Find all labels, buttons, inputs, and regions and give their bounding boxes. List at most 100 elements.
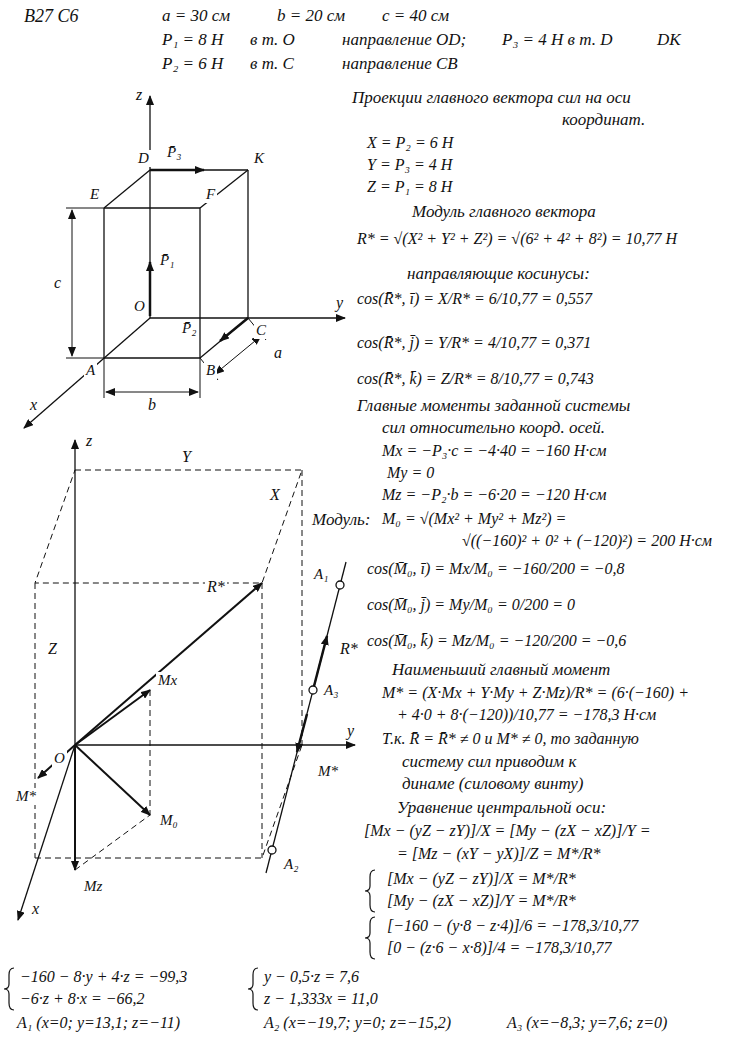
central-axis <box>268 846 276 854</box>
handwritten-text: cos(M̄₀, j̄) = My/M₀ = 0/200 = 0 <box>365 596 577 614</box>
central-axis <box>297 714 307 752</box>
handwritten-text: сил относительно коорд. осей. <box>380 418 607 438</box>
handwritten-text: Т.к. R̄ = R̄* ≠ 0 и M* ≠ 0, то заданную <box>380 730 641 748</box>
construction-line <box>35 583 36 858</box>
handwritten-text: O <box>132 298 147 315</box>
handwritten-text: Mx <box>156 672 179 689</box>
handwritten-text: A₁ (x=0; y=13,1; z=−11) <box>15 1014 182 1032</box>
box-figure <box>200 170 248 208</box>
handwritten-text: cos(R̄*, k̄) = Z/R* = 8/10,77 = 0,743 <box>355 370 596 388</box>
handwritten-text: [−160 − (y·8 − z·4)]/6 = −178,3/10,77 <box>385 917 640 935</box>
box-figure <box>149 96 150 318</box>
handwritten-text: [My − (zX − xZ)]/Y = M*/R* <box>385 892 578 910</box>
handwritten-text: M* <box>316 763 340 780</box>
box-figure <box>150 169 248 170</box>
handwritten-text: X = P₂ = 6 H <box>365 134 455 152</box>
handwritten-text: cos(R̄*, ī) = X/R* = 6/10,77 = 0,557 <box>355 290 594 308</box>
handwritten-text: y − 0,5·z = 7,6 <box>262 968 361 986</box>
handwritten-text: направление OD; <box>340 30 468 50</box>
handwritten-text: A <box>84 362 97 379</box>
handwritten-text: A₁ <box>312 566 330 583</box>
handwritten-text: b <box>146 396 158 414</box>
handwritten-text: Mx = −P₃·c = −4·40 = −160 H·см <box>380 442 609 460</box>
handwritten-text: z <box>84 432 94 450</box>
box-figure <box>24 96 345 428</box>
vector <box>75 583 262 745</box>
dimension-line <box>66 208 104 209</box>
force-vector <box>220 318 248 341</box>
construction-line <box>262 583 263 858</box>
vector <box>38 583 262 870</box>
construction-line <box>150 690 151 815</box>
handwritten-text: y <box>345 722 356 740</box>
construction-line <box>35 470 302 583</box>
vector <box>38 745 75 778</box>
handwritten-text: A₂ <box>282 856 300 873</box>
handwritten-text: −160 − 8·y + 4·z = −99,3 <box>18 968 189 986</box>
handwritten-text: Mz <box>82 878 104 895</box>
dimension-line <box>72 210 73 356</box>
handwritten-text: −6·z + 8·x = −66,2 <box>18 990 147 1008</box>
force-vector <box>149 262 152 316</box>
handwritten-text: Y <box>180 448 193 466</box>
handwritten-text: Y = P₃ = 4 H <box>365 156 454 174</box>
handwritten-text: M₀ = √(Mx² + My² + Mz²) = <box>380 510 568 528</box>
handwritten-text: y <box>334 294 345 312</box>
central-axis <box>309 686 317 694</box>
brace <box>4 870 375 1010</box>
box-figure <box>24 318 150 428</box>
handwritten-text: M₀ <box>158 812 180 829</box>
handwritten-text: Z = P₁ = 8 H <box>365 178 454 196</box>
handwritten-text: Mz = −P₂·b = −6·20 = −120 H·см <box>380 486 609 504</box>
box-figure <box>103 208 104 358</box>
axes <box>18 745 75 920</box>
handwritten-text: z <box>134 86 144 104</box>
handwritten-text: B <box>204 362 217 379</box>
construction-line <box>302 470 303 745</box>
construction-line <box>75 815 150 870</box>
handwritten-text: C <box>254 322 268 339</box>
dimension-line <box>106 392 198 393</box>
handwritten-text: P̄₃ <box>165 144 183 161</box>
handwritten-text: R* = √(X² + Y² + Z²) = √(6² + 4² + 8²) =… <box>355 230 679 248</box>
box-figure <box>200 318 248 358</box>
brace <box>248 968 258 1010</box>
handwritten-text: систему сил приводим к <box>400 752 578 772</box>
box-figure <box>199 208 200 358</box>
handwritten-text: X <box>268 486 282 504</box>
handwritten-text: E <box>88 186 101 203</box>
handwritten-text: [0 − (z·6 − x·8)]/4 = −178,3/10,77 <box>385 939 614 957</box>
dimension-line <box>200 358 218 380</box>
handwritten-text: P₃ = 4 H в т. D <box>500 30 614 50</box>
handwritten-text: координат. <box>560 110 647 130</box>
handwritten-text: P₁ = 8 H <box>160 30 225 50</box>
handwritten-text: DK <box>655 30 683 50</box>
handwritten-text: Главные моменты заданной системы <box>355 396 632 416</box>
central-axis <box>336 581 344 589</box>
handwritten-text: M* <box>14 788 38 805</box>
handwritten-text: + 4·0 + 8·(−120))/10,77 = −178,3 H·см <box>395 706 658 724</box>
handwritten-text: направляющие косинусы: <box>405 264 592 284</box>
handwritten-text: a <box>272 344 284 362</box>
handwritten-text: Модуль главного вектора <box>410 202 598 222</box>
handwritten-text: cos(R̄*, j̄) = Y/R* = 4/10,77 = 0,371 <box>355 334 593 352</box>
handwritten-text: направление CB <box>340 54 460 74</box>
handwritten-text: в т. O <box>248 30 297 50</box>
handwritten-text: A₃ (x=−8,3; y=7,6; z=0) <box>505 1014 669 1032</box>
central-axis <box>266 562 346 873</box>
handwritten-text: z − 1,333x = 11,0 <box>262 990 380 1008</box>
handwritten-text: B27 C6 <box>22 6 81 27</box>
handwritten-text: Наименьший главный момент <box>390 660 612 680</box>
handwritten-text: x <box>28 396 39 414</box>
brace <box>4 968 14 1010</box>
handwritten-text: x <box>30 900 41 918</box>
handwritten-text: P̄₁ <box>158 252 176 269</box>
construction-line <box>35 470 302 870</box>
force-vector <box>150 169 204 172</box>
vector <box>75 690 150 745</box>
dimension-line <box>215 336 261 374</box>
handwritten-text: [Mx − (yZ − zY)]/X = [My − (zX − xZ)]/Y … <box>362 822 653 840</box>
handwritten-text: D <box>136 150 151 167</box>
handwritten-text: K <box>252 150 266 167</box>
